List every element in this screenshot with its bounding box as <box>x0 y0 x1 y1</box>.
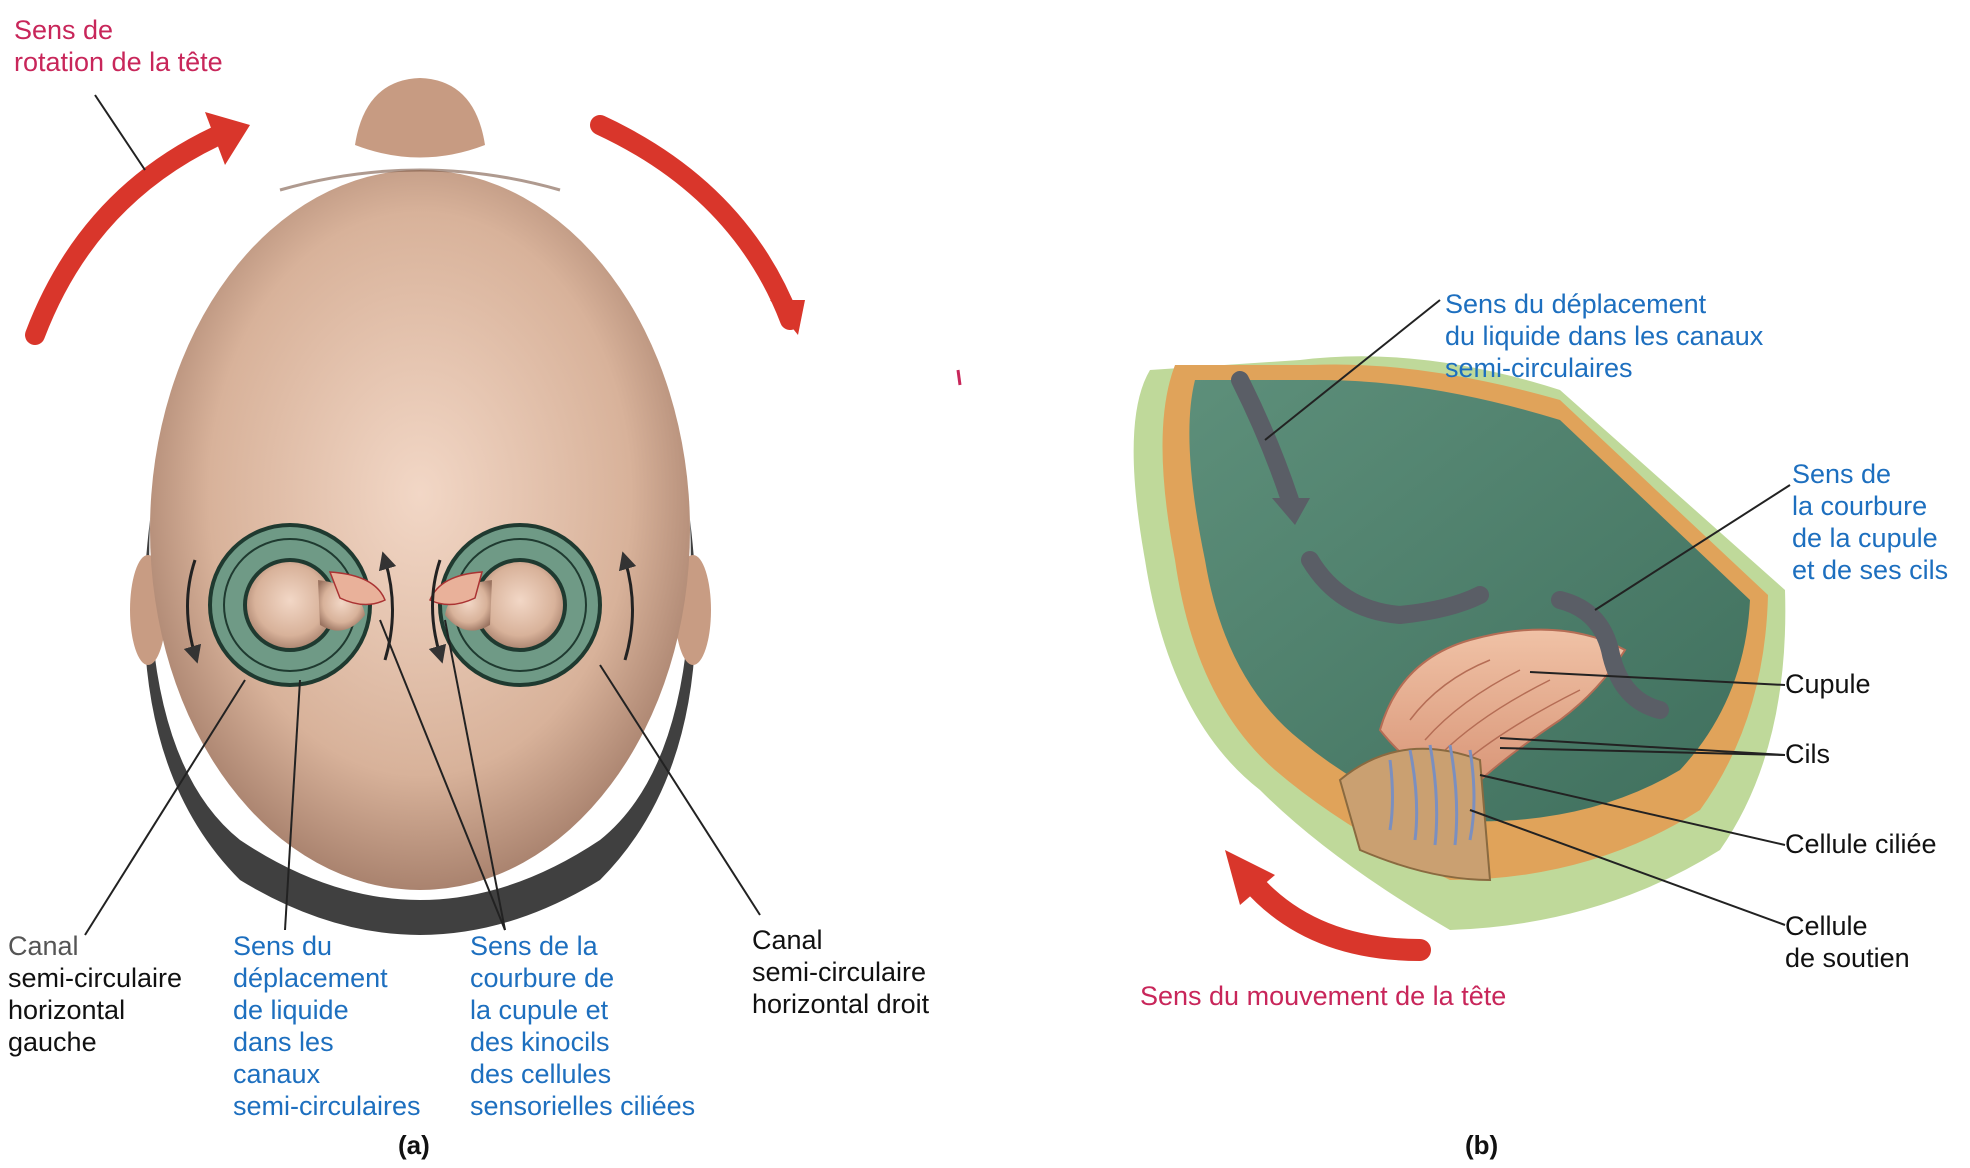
hair-cell-label: Cellule ciliée <box>1785 828 1937 860</box>
rotation-arrow-right <box>600 125 790 320</box>
nose <box>355 78 485 158</box>
cupula-label: Cupule <box>1785 668 1871 700</box>
cilia-label: Cils <box>1785 738 1830 770</box>
head-rotation-label: Sens de rotation de la tête <box>14 14 223 78</box>
red-mark <box>958 370 960 385</box>
panel-b <box>1134 300 1790 950</box>
rotation-arrow-left <box>35 130 230 335</box>
cupula-bend-label-b: Sens de la courbure de la cupule et de s… <box>1792 458 1948 586</box>
caption-a: (a) <box>398 1130 430 1161</box>
head <box>150 170 690 890</box>
fluid-direction-label-b: Sens du déplacement du liquide dans les … <box>1445 288 1763 384</box>
left-canal-label: Canal semi-circulaire horizontal gauche <box>8 930 182 1058</box>
right-canal-label: Canal semi-circulaire horizontal droit <box>752 924 929 1020</box>
left-canal-label-rest: semi-circulaire horizontal gauche <box>8 962 182 1058</box>
fluid-direction-label-a: Sens du déplacement de liquide dans les … <box>233 930 421 1122</box>
head-movement-label: Sens du mouvement de la tête <box>1140 980 1506 1012</box>
caption-b: (b) <box>1465 1130 1498 1161</box>
panel-a <box>35 78 805 935</box>
support-cell-label: Cellule de soutien <box>1785 910 1910 974</box>
rotation-arrow-right-head <box>770 300 805 335</box>
left-canal-label-first: Canal <box>8 930 182 962</box>
cupula-bend-label-a: Sens de la courbure de la cupule et des … <box>470 930 695 1122</box>
